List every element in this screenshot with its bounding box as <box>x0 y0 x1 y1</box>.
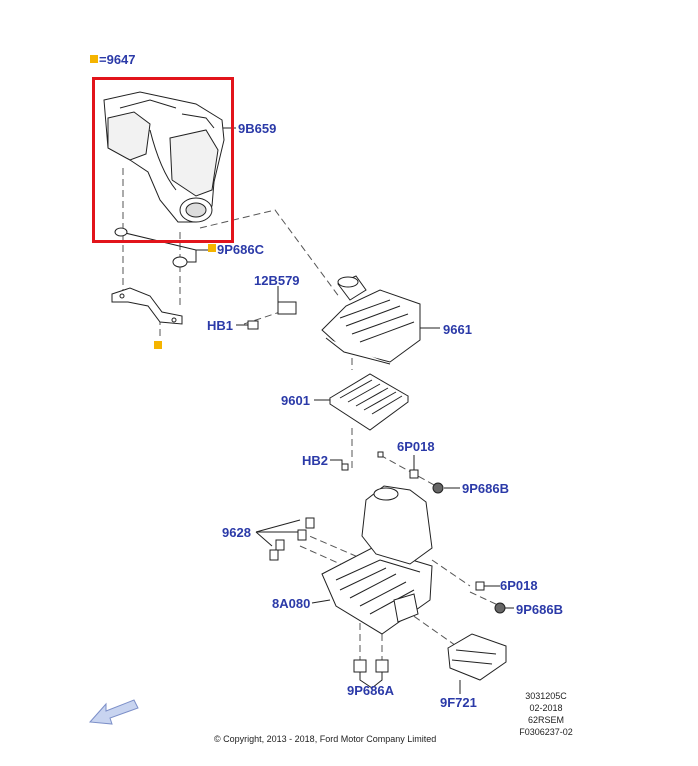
callout-9628[interactable]: 9628 <box>222 525 251 540</box>
callout-9B659[interactable]: 9B659 <box>238 121 277 136</box>
air-cleaner-housing-part <box>321 485 433 635</box>
code-line-3: 62RSEM <box>527 715 564 725</box>
air-cleaner-cover-part <box>321 275 421 365</box>
callout-9P686B-top[interactable]: 9P686B <box>462 481 509 496</box>
callout-6P018-bottom[interactable]: 6P018 <box>500 578 538 593</box>
duct-part <box>447 633 507 681</box>
legend-marker-clamp <box>208 244 216 252</box>
diagram-codes: 3031205C 02-2018 62RSEM F0306237-02 <box>516 690 576 738</box>
air-filter-part <box>329 373 409 431</box>
intake-tube-part <box>103 91 225 223</box>
copyright-text: © Copyright, 2013 - 2018, Ford Motor Com… <box>214 734 437 744</box>
clip-parts <box>269 451 506 673</box>
callout-9F721[interactable]: 9F721 <box>440 695 477 710</box>
callout-9601[interactable]: 9601 <box>281 393 310 408</box>
callout-9P686A[interactable]: 9P686A <box>347 683 394 698</box>
code-line-1: 3031205C <box>525 691 567 701</box>
callout-HB1[interactable]: HB1 <box>207 318 234 333</box>
callout-9P686C[interactable]: 9P686C <box>217 242 264 257</box>
callout-9661[interactable]: 9661 <box>443 322 472 337</box>
clamp-part <box>114 227 188 268</box>
code-line-2: 02-2018 <box>529 703 563 713</box>
highlight-box <box>92 77 234 243</box>
back-arrow-icon[interactable] <box>88 696 140 726</box>
callout-8A080[interactable]: 8A080 <box>272 596 311 611</box>
callout-HB2[interactable]: HB2 <box>302 453 329 468</box>
callout-12B579[interactable]: 12B579 <box>254 273 300 288</box>
sensor-part <box>247 301 297 330</box>
bracket-part <box>111 287 183 325</box>
legend-label: =9647 <box>99 52 136 67</box>
callout-9P686B-bottom[interactable]: 9P686B <box>516 602 563 617</box>
legend-marker-bracket <box>154 341 162 349</box>
code-line-4: F0306237-02 <box>519 727 573 737</box>
legend-marker <box>90 55 98 63</box>
callout-6P018-top[interactable]: 6P018 <box>397 439 435 454</box>
